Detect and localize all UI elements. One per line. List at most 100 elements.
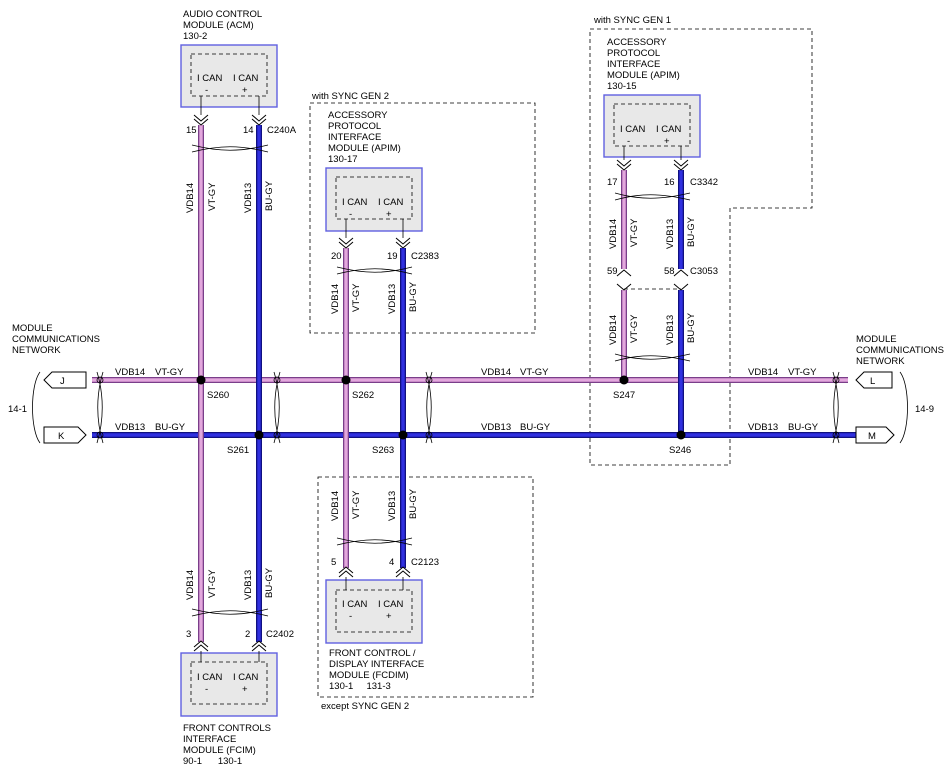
apim1-pin-b-label: I CAN — [656, 124, 681, 135]
svg-text:J: J — [60, 376, 65, 387]
fcim-pin-b-sign: + — [242, 684, 248, 695]
apim2-pin-num-b: 19 — [387, 251, 398, 262]
network-right-line3: NETWORK — [856, 356, 905, 367]
bus-right-vt-color: VT-GY — [788, 367, 817, 378]
fcim-pin-b-label: I CAN — [233, 672, 258, 683]
apim1-title-line5: 130-15 — [607, 81, 637, 92]
apim1-pin-a-label: I CAN — [620, 124, 645, 135]
apim2-bu-circuit: VDB13 — [387, 284, 398, 314]
apim1-inline-pin-a: 59 — [607, 266, 618, 277]
fcdim-pin-b-label: I CAN — [378, 599, 403, 610]
bus-left-bu-color: BU-GY — [155, 422, 186, 433]
fcim-pin-num-a: 3 — [186, 629, 191, 640]
acm-pin-a-sign: - — [205, 85, 208, 96]
apim2-pin-b-label: I CAN — [378, 197, 403, 208]
network-right-line2: COMMUNICATIONS — [856, 345, 944, 356]
sync-gen1-boundary — [589, 28, 813, 466]
fcim-vt-color: VT-GY — [207, 569, 218, 598]
bus-mid-vt-color: VT-GY — [520, 367, 549, 378]
apim2-title-line3: INTERFACE — [328, 132, 381, 143]
fcim-title-line3: MODULE (FCIM) — [183, 745, 256, 756]
apim2-pin-num-a: 20 — [331, 251, 342, 262]
apim1-title-line3: INTERFACE — [607, 59, 660, 70]
acm-pin-num-b: 14 — [243, 125, 254, 136]
apim2-title-line2: PROTOCOL — [328, 121, 381, 132]
bus-right-bu-circuit: VDB13 — [748, 422, 778, 433]
svg-text:L: L — [870, 376, 875, 387]
module-fcim[interactable]: I CAN I CAN - + — [180, 651, 278, 717]
sync-gen2-boundary — [309, 102, 536, 334]
fcim-pin-num-b: 2 — [245, 629, 250, 640]
fcdim-title-line1: FRONT CONTROL / — [329, 648, 416, 659]
fcdim-pin-b-sign: + — [386, 611, 392, 622]
module-acm[interactable]: I CAN I CAN - + — [180, 44, 278, 115]
flag-m[interactable]: M — [855, 426, 895, 444]
splice-s260: S260 — [196, 375, 229, 401]
network-right-ref: 14-9 — [915, 404, 934, 415]
apim1-note: with SYNC GEN 1 — [593, 15, 671, 26]
acm-title-line1: AUDIO CONTROL — [183, 9, 262, 20]
apim2-pin-a-sign: - — [349, 209, 352, 220]
network-left-bracket — [32, 371, 41, 444]
fcim-bu-color: BU-GY — [264, 567, 275, 598]
bus-mid-bu-color: BU-GY — [520, 422, 551, 433]
fcdim-vt-color: VT-GY — [351, 490, 362, 519]
apim1-pin-num-b: 16 — [664, 177, 675, 188]
svg-text:S263: S263 — [372, 445, 394, 456]
fcdim-bu-color: BU-GY — [408, 488, 419, 519]
apim1-bu-color-upper: BU-GY — [686, 216, 697, 247]
module-apim-gen1[interactable]: I CAN I CAN - + — [603, 94, 701, 160]
acm-title-line2: MODULE (ACM) — [183, 20, 254, 31]
bus-mid-bu-circuit: VDB13 — [481, 422, 511, 433]
splice-s247: S247 — [613, 375, 635, 401]
bus-right-bu-color: BU-GY — [788, 422, 819, 433]
apim1-vt-color-upper: VT-GY — [629, 218, 640, 247]
apim1-bu-color-lower: BU-GY — [686, 312, 697, 343]
apim1-inline-connector: C3053 — [690, 266, 718, 277]
twisted-pair-symbols — [96, 144, 840, 617]
module-fcdim[interactable]: I CAN I CAN - + — [325, 577, 423, 644]
apim2-pin-b-sign: + — [386, 209, 392, 220]
acm-pin-b-sign: + — [242, 85, 248, 96]
flag-j[interactable]: J — [43, 371, 87, 389]
apim2-vt-color: VT-GY — [351, 283, 362, 312]
flag-l[interactable]: L — [855, 371, 893, 389]
acm-pin-num-a: 15 — [186, 125, 197, 136]
apim1-title-line2: PROTOCOL — [607, 48, 660, 59]
fcdim-pin-num-a: 5 — [331, 557, 336, 568]
bus-left-vt-color: VT-GY — [155, 367, 184, 378]
apim1-vt-color-lower: VT-GY — [629, 314, 640, 343]
apim1-pin-a-sign: - — [627, 136, 630, 147]
acm-title-line3: 130-2 — [183, 31, 207, 42]
fcdim-connector: C2123 — [411, 557, 439, 568]
apim2-vt-circuit: VDB14 — [330, 284, 341, 314]
bus-labels: VDB14 VT-GY VDB13 BU-GY VDB14 VT-GY VDB1… — [115, 367, 819, 433]
acm-bu-circuit: VDB13 — [243, 183, 254, 213]
fcdim-pin-a-sign: - — [349, 611, 352, 622]
svg-text:S247: S247 — [613, 390, 635, 401]
splice-s246: S246 — [669, 430, 691, 456]
network-left-line2: COMMUNICATIONS — [12, 334, 100, 345]
splice-s262: S262 — [341, 375, 374, 401]
bus-right-vt-circuit: VDB14 — [748, 367, 778, 378]
apim1-title-line1: ACCESSORY — [607, 37, 667, 48]
fcdim-pin-a-label: I CAN — [342, 599, 367, 610]
apim1-bu-circuit-upper: VDB13 — [665, 219, 676, 249]
apim2-pin-a-label: I CAN — [342, 197, 367, 208]
acm-pin-b-label: I CAN — [233, 73, 258, 84]
fcdim-vt-circuit: VDB14 — [330, 491, 341, 521]
module-apim-gen2[interactable]: I CAN I CAN - + — [325, 167, 423, 238]
fcdim-title-line3: MODULE (FCDIM) — [329, 670, 409, 681]
except-sync-gen2-boundary — [317, 476, 534, 698]
network-right-bracket — [899, 371, 908, 444]
network-left-ref: 14-1 — [8, 404, 27, 415]
apim1-pin-num-a: 17 — [607, 177, 618, 188]
svg-text:S261: S261 — [227, 445, 249, 456]
apim1-vt-circuit-upper: VDB14 — [608, 219, 619, 249]
fcim-title-line4: 90-1 130-1 — [183, 756, 242, 767]
flag-k[interactable]: K — [43, 426, 87, 444]
connector-chevrons — [193, 114, 689, 652]
fcim-bu-circuit: VDB13 — [243, 570, 254, 600]
fcdim-title-line2: DISPLAY INTERFACE — [329, 659, 424, 670]
